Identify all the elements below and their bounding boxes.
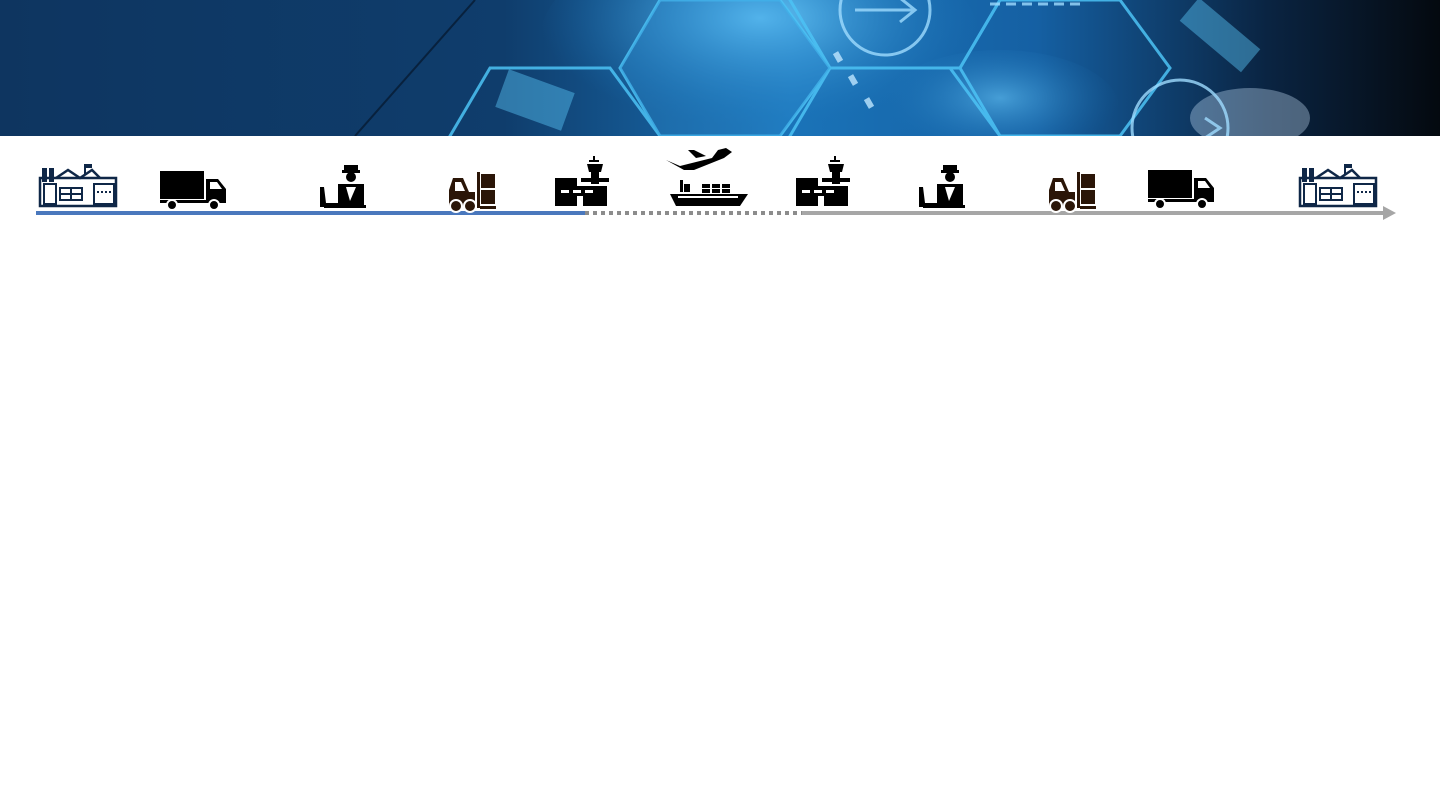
arrow-icon [838, 0, 1230, 136]
banner-graphic [0, 0, 1440, 136]
truck-icon [1147, 169, 1215, 210]
logistics-flow [0, 136, 1440, 236]
airport-terminal-icon [555, 156, 609, 206]
customs-officer-icon [320, 165, 366, 208]
forklift-icon [1048, 171, 1097, 213]
decorative-line [354, 0, 476, 136]
forklift-icon [448, 171, 497, 213]
hexagon-pattern [448, 0, 1172, 136]
factory-icon [1298, 162, 1378, 208]
airport-terminal-icon [796, 156, 850, 206]
plane-and-ship-icon [666, 148, 748, 206]
flow-diagram [36, 148, 1396, 220]
factory-icon [38, 162, 118, 208]
arrow-head-icon [1383, 206, 1396, 220]
customs-officer-icon [919, 165, 965, 208]
truck-icon [159, 170, 227, 211]
header-banner [0, 0, 1440, 136]
